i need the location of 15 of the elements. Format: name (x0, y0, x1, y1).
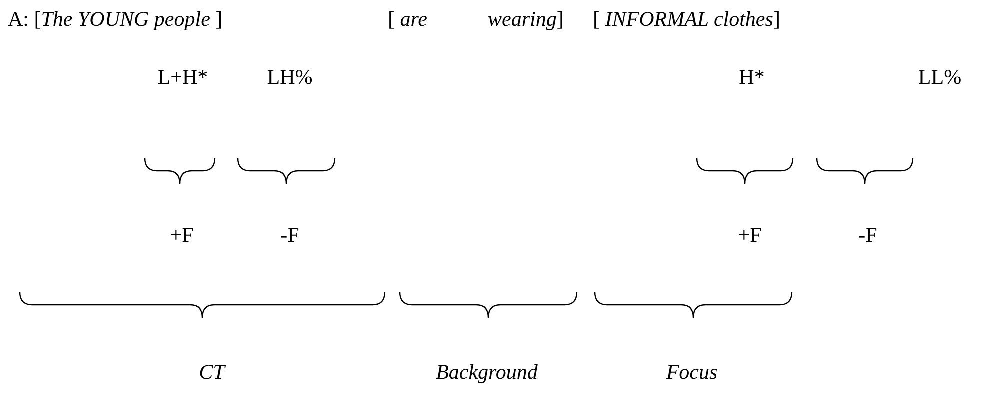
feature-label: -F (280, 224, 300, 248)
tone-label: LL% (918, 66, 962, 90)
feature-label: -F (858, 224, 878, 248)
tone-label: LH% (267, 66, 313, 90)
sentence-text: A: [The YOUNG people ] (8, 8, 223, 32)
category-label: Background (436, 361, 538, 384)
tone-label: L+H* (158, 66, 208, 90)
tone-label: H* (739, 66, 765, 90)
category-label: CT (199, 361, 225, 384)
sentence-text: [ INFORMAL clothes] (593, 8, 780, 32)
feature-label: +F (738, 224, 762, 248)
feature-label: +F (170, 224, 194, 248)
sentence-text: [ are (388, 8, 428, 32)
sentence-text: wearing] (488, 8, 564, 32)
category-label: Focus (666, 361, 718, 384)
